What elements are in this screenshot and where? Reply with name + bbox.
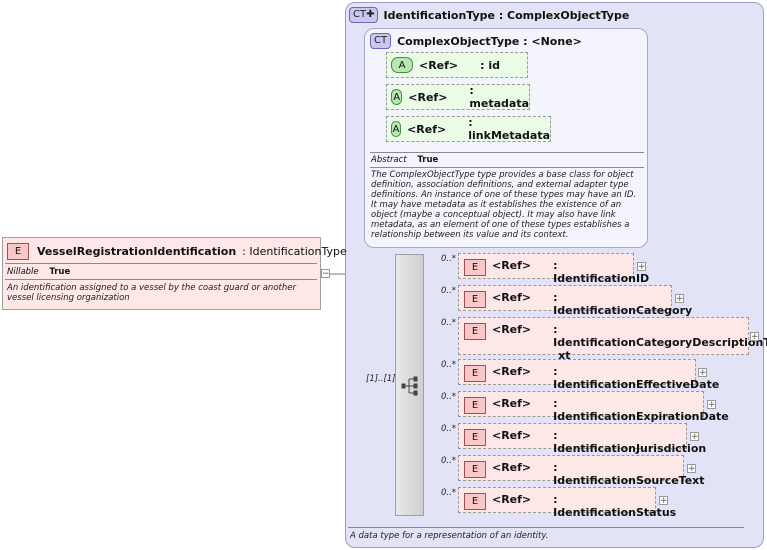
expand-icon[interactable]: + bbox=[690, 432, 699, 442]
sequence-compositor[interactable] bbox=[395, 254, 424, 516]
attribute-name: : linkMetadata bbox=[468, 116, 551, 142]
identification-type-doc: A data type for a representation of an i… bbox=[350, 531, 549, 541]
element-cardinality: 0..* bbox=[441, 424, 457, 434]
expand-icon[interactable]: + bbox=[637, 262, 646, 272]
inner-type-title: ComplexObjectType : <None> bbox=[397, 34, 582, 48]
element-name: : IdentificationID bbox=[553, 259, 650, 285]
element-cardinality: 0..* bbox=[441, 392, 457, 402]
element-identification-id[interactable]: E <Ref> : IdentificationID bbox=[458, 253, 649, 285]
complex-type-badge-icon: CT✚ bbox=[349, 7, 379, 23]
element-identification-category[interactable]: E <Ref> : IdentificationCategory bbox=[458, 285, 692, 317]
element-identification-expiration-date[interactable]: E <Ref> : IdentificationExpirationDate bbox=[458, 391, 729, 423]
element-ref: <Ref> bbox=[492, 461, 532, 474]
main-element-doc: An identification assigned to a vessel b… bbox=[7, 283, 296, 303]
attribute-name: : id bbox=[480, 58, 501, 72]
element-badge-icon: E bbox=[464, 461, 486, 478]
element-ref: <Ref> bbox=[492, 323, 532, 336]
element-name: : IdentificationStatus bbox=[553, 493, 677, 519]
expand-icon[interactable]: + bbox=[675, 294, 684, 304]
main-element-type: : IdentificationType bbox=[242, 245, 347, 258]
element-cardinality: 0..* bbox=[441, 254, 457, 264]
complex-object-type-doc: The ComplexObjectType type provides a ba… bbox=[371, 170, 637, 240]
element-ref: <Ref> bbox=[492, 259, 532, 272]
abstract-row: Abstract True bbox=[371, 155, 438, 165]
sequence-cardinality: [1]..[1] bbox=[366, 374, 396, 384]
element-badge-icon: E bbox=[464, 259, 486, 276]
nillable-label: Nillable bbox=[7, 267, 39, 277]
element-identification-jurisdiction[interactable]: E <Ref> : IdentificationJurisdiction bbox=[458, 423, 706, 455]
nillable-value: True bbox=[49, 267, 71, 277]
attribute-link-metadata[interactable]: A <Ref> : linkMetadata bbox=[386, 116, 551, 142]
element-name: : IdentificationSourceText bbox=[553, 461, 705, 487]
attribute-ref: <Ref> bbox=[408, 90, 448, 104]
main-element-header: E VesselRegistrationIdentification : Ide… bbox=[7, 243, 347, 260]
expand-icon[interactable]: + bbox=[707, 400, 716, 410]
complex-type-badge-icon: CT bbox=[370, 33, 392, 49]
element-name: : IdentificationJurisdiction bbox=[553, 429, 707, 455]
element-identification-source-text[interactable]: E <Ref> : IdentificationSourceText bbox=[458, 455, 705, 487]
footer-divider bbox=[348, 527, 744, 528]
element-ref: <Ref> bbox=[492, 429, 532, 442]
expand-icon[interactable]: + bbox=[687, 464, 696, 474]
element-ref: <Ref> bbox=[492, 365, 532, 378]
sequence-icon bbox=[401, 376, 418, 396]
main-doc-divider bbox=[5, 279, 317, 280]
element-badge-icon: E bbox=[464, 429, 486, 446]
doc-divider bbox=[370, 167, 644, 168]
attribute-ref: <Ref> bbox=[419, 58, 459, 72]
attribute-name: : metadata bbox=[469, 84, 530, 110]
element-ref: <Ref> bbox=[492, 493, 532, 506]
element-name: : IdentificationEffectiveDate bbox=[553, 365, 720, 391]
abstract-divider bbox=[370, 152, 644, 153]
vessel-registration-identification-element[interactable] bbox=[2, 237, 321, 310]
element-name: : IdentificationCategory bbox=[553, 291, 693, 317]
element-cardinality: 0..* bbox=[441, 286, 457, 296]
element-badge-icon: E bbox=[464, 291, 486, 308]
element-name: : IdentificationExpirationDate bbox=[553, 397, 729, 423]
element-identification-category-description-text[interactable]: E <Ref> : IdentificationCategoryDescript… bbox=[458, 317, 767, 362]
outer-type-title: IdentificationType : ComplexObjectType bbox=[383, 8, 630, 22]
element-badge-icon: E bbox=[464, 323, 486, 340]
attribute-metadata[interactable]: A <Ref> : metadata bbox=[386, 84, 530, 110]
nillable-row: Nillable True bbox=[7, 267, 70, 277]
attribute-badge-icon: A bbox=[391, 89, 403, 105]
abstract-value: True bbox=[417, 155, 439, 165]
attribute-badge-icon: A bbox=[391, 57, 413, 73]
attribute-ref: <Ref> bbox=[407, 122, 447, 136]
element-ref: <Ref> bbox=[492, 291, 532, 304]
attribute-id[interactable]: A <Ref> : id bbox=[386, 52, 528, 78]
element-identification-status[interactable]: E <Ref> : IdentificationStatus bbox=[458, 487, 676, 519]
nillable-divider bbox=[5, 263, 317, 264]
expand-icon[interactable]: + bbox=[750, 332, 759, 342]
expand-icon[interactable]: + bbox=[698, 368, 707, 378]
element-badge-icon: E bbox=[464, 397, 486, 414]
main-element-name: VesselRegistrationIdentification bbox=[37, 245, 237, 258]
element-ref: <Ref> bbox=[492, 397, 532, 410]
element-cardinality: 0..* bbox=[441, 488, 457, 498]
outer-type-header: CT✚ IdentificationType : ComplexObjectTy… bbox=[349, 7, 629, 23]
expand-icon[interactable]: + bbox=[659, 496, 668, 506]
element-cardinality: 0..* bbox=[441, 456, 457, 466]
element-badge-icon: E bbox=[464, 365, 486, 382]
element-cardinality: 0..* bbox=[441, 360, 457, 370]
element-badge-icon: E bbox=[7, 243, 29, 260]
inner-type-header: CT ComplexObjectType : <None> bbox=[370, 33, 582, 49]
element-identification-effective-date[interactable]: E <Ref> : IdentificationEffectiveDate bbox=[458, 359, 719, 391]
element-cardinality: 0..* bbox=[441, 318, 457, 328]
collapse-icon[interactable]: − bbox=[321, 269, 330, 279]
element-badge-icon: E bbox=[464, 493, 486, 510]
abstract-label: Abstract bbox=[371, 155, 407, 165]
attribute-badge-icon: A bbox=[391, 121, 402, 137]
